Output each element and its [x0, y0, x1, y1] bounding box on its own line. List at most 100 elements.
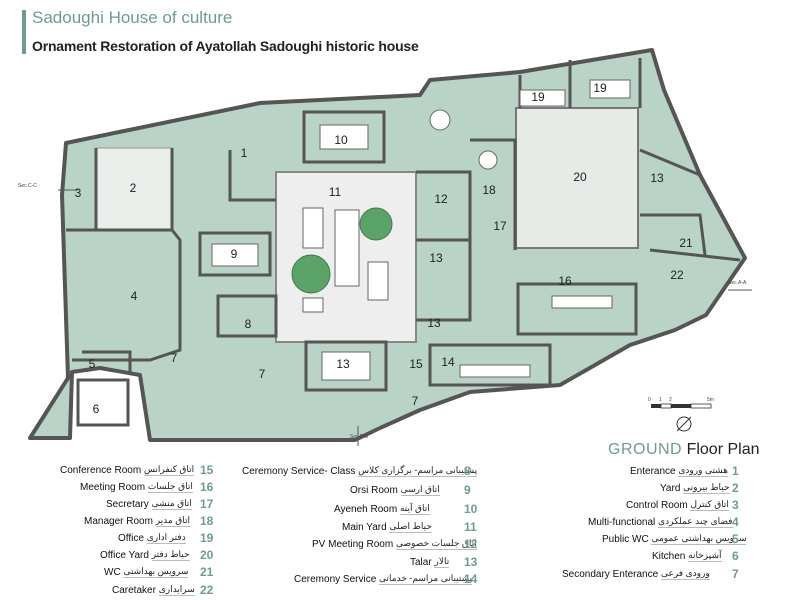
- legend-number: 20: [200, 548, 214, 562]
- legend-number: 17: [200, 497, 214, 511]
- legend-item: Main Yard حیاط اصلی: [342, 521, 432, 533]
- scale-bar: 0 1 2 5m: [648, 397, 714, 409]
- title-accent-bar: [22, 10, 26, 54]
- scale-label: 0: [648, 397, 651, 403]
- page-subtitle: Ornament Restoration of Ayatollah Sadoug…: [32, 38, 419, 54]
- room-number: 7: [259, 367, 266, 381]
- legend-number: 5: [732, 532, 739, 546]
- legend-right: Enterance هشتی ورودی 1 Yard حیاط بیرونی …: [560, 460, 800, 590]
- legend-number: 18: [200, 514, 214, 528]
- room-number: 12: [434, 192, 448, 206]
- legend-number: 13: [464, 555, 478, 569]
- legend-item: Ayeneh Room اتاق آینه: [334, 503, 430, 515]
- legend-number: 8: [464, 464, 471, 478]
- room-number: 5: [89, 357, 96, 371]
- legend-number: 4: [732, 515, 739, 529]
- room-number: 4: [131, 289, 138, 303]
- plan-heading-ground: GROUND: [608, 441, 683, 458]
- courtyard-pool: [334, 209, 360, 287]
- legend-number: 1: [732, 464, 739, 478]
- legend-item: Multi-functional فضای چند عملکردی: [588, 516, 733, 528]
- plan-heading-floor: Floor Plan: [686, 441, 760, 458]
- legend-item: Secretary اتاق منشی: [106, 498, 192, 510]
- room-number: 13: [650, 171, 664, 185]
- legend-number: 6: [732, 549, 739, 563]
- legend-item: Ceremony Service پشتیبانی مراسم- خدماتی: [294, 573, 473, 585]
- legend-item: Control Room اتاق کنترل: [626, 499, 729, 511]
- legend-item: Caretaker سرایداری: [112, 584, 195, 596]
- room-number: 9: [231, 247, 238, 261]
- room-number: 13: [429, 251, 443, 265]
- legend-number: 14: [464, 572, 478, 586]
- legend-number: 3: [732, 498, 739, 512]
- scale-label: 2: [669, 397, 672, 403]
- legend-number: 12: [464, 537, 478, 551]
- room-number: 20: [573, 170, 587, 184]
- legend-item: Yard حیاط بیرونی: [660, 482, 730, 494]
- legend-number: 16: [200, 480, 214, 494]
- room-number: 6: [93, 402, 100, 416]
- legend-item: Talar تالار: [410, 556, 450, 568]
- courtyard-pool: [302, 207, 324, 249]
- legend-item: WC سرویس بهداشتی: [104, 566, 189, 578]
- section-label-aa: Sec.A-A: [728, 280, 747, 286]
- interior-walls: [66, 58, 741, 427]
- floor-plan: Sec.C-C Sec.A-A Sec.B-B 1 2 3 4 5 6 7 7 …: [18, 48, 752, 446]
- room-number: 1: [241, 146, 248, 160]
- legend-middle: Ceremony Service- Class پشتیبانی مراسم- …: [240, 460, 490, 590]
- legend-item: Public WC سرویس بهداشتی عمومی: [602, 533, 747, 545]
- courtyard-pool: [367, 261, 389, 301]
- legend-number: 10: [464, 502, 478, 516]
- room-number: 11: [329, 185, 342, 199]
- legend-number: 2: [732, 481, 739, 495]
- furniture: [211, 79, 631, 381]
- legend-number: 9: [464, 483, 471, 497]
- legend-number: 19: [200, 531, 214, 545]
- legend-number: 15: [200, 463, 214, 477]
- page-title: Sadoughi House of culture: [32, 8, 233, 27]
- legend-item: Office Yard حیاط دفتر: [100, 549, 190, 561]
- room-number: 13: [427, 316, 441, 330]
- room-number: 18: [482, 183, 496, 197]
- legend-number: 7: [732, 567, 739, 581]
- room-number: 13: [336, 357, 350, 371]
- legend-number: 21: [200, 565, 214, 579]
- room-number: 7: [171, 351, 178, 365]
- legend-item: Enterance هشتی ورودی: [630, 465, 728, 477]
- legend-item: Orsi Room اتاق ارسی: [350, 484, 440, 496]
- room-number: 15: [409, 357, 423, 371]
- room-number: 19: [531, 90, 545, 104]
- room-number: 16: [558, 274, 572, 288]
- section-label-bb: Sec.B-B: [350, 434, 369, 440]
- section-label-cc: Sec.C-C: [18, 183, 37, 189]
- legend-number: 11: [464, 520, 477, 534]
- legend-item: Office دفتر اداری: [118, 532, 186, 544]
- room-number: 3: [75, 186, 82, 200]
- room-number: 2: [130, 181, 137, 195]
- legend-item: PV Meeting Room اتاق جلسات خصوصی: [312, 538, 477, 550]
- room-number: 19: [593, 81, 607, 95]
- scale-label: 1: [659, 397, 662, 403]
- plan-heading: GROUND Floor Plan: [608, 441, 759, 459]
- legend-item: Ceremony Service- Class پشتیبانی مراسم- …: [242, 465, 478, 477]
- legend-item: Manager Room اتاق مدیر: [84, 515, 190, 527]
- scale-label: 5m: [707, 397, 714, 403]
- room-number: 8: [245, 317, 252, 331]
- room-number: 7: [412, 394, 419, 408]
- courtyard-tree: [359, 207, 393, 241]
- room-number: 22: [670, 268, 684, 282]
- legend-item: Meeting Room اتاق جلسات: [80, 481, 193, 493]
- legend-item: Conference Room اتاق کنفرانس: [60, 464, 195, 476]
- courtyard-tree: [291, 254, 331, 294]
- room-numbers: 1 2 3 4 5 6 7 7 7 8 9 10 11 12 13 13 13 …: [75, 81, 693, 416]
- yard-outer: [95, 147, 173, 231]
- legend-left: Conference Room اتاق کنفرانس 15 Meeting …: [0, 460, 240, 600]
- room-number: 14: [441, 355, 455, 369]
- legend-item: Secondary Enterance ورودی فرعی: [562, 568, 710, 580]
- courtyard-pool: [302, 297, 324, 313]
- legend-number: 22: [200, 583, 214, 597]
- legend-item: Kitchen آشپزخانه: [652, 550, 722, 562]
- room-number: 10: [334, 133, 348, 147]
- room-number: 17: [493, 219, 507, 233]
- room-number: 21: [679, 236, 693, 250]
